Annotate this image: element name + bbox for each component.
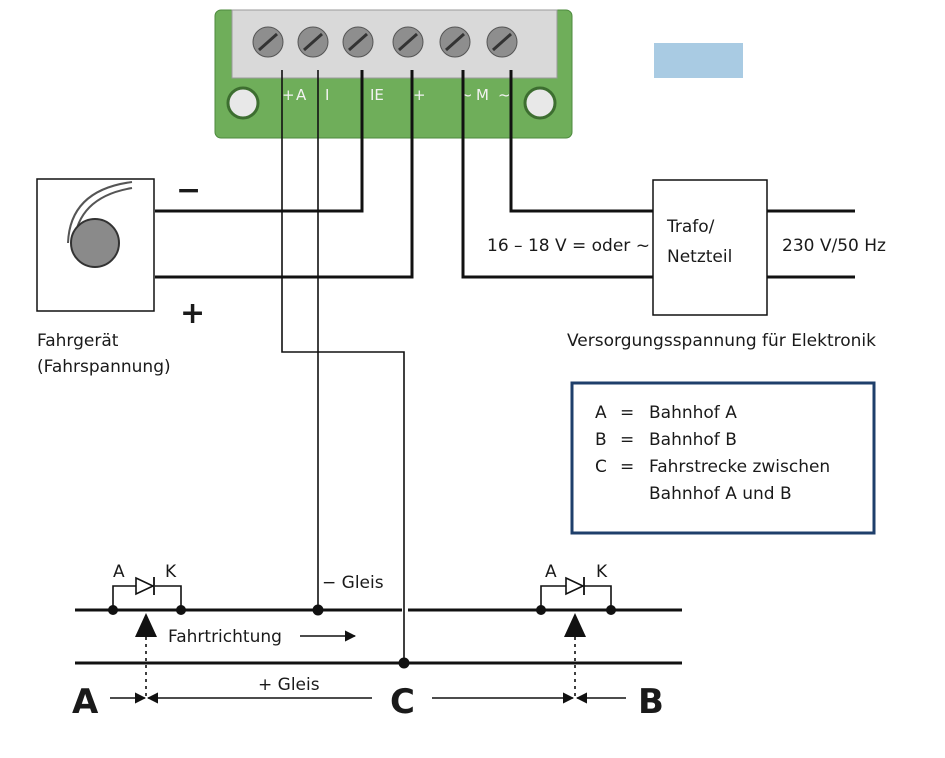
diode-right: A K <box>536 562 616 615</box>
controller-minus-sign: − <box>176 173 201 208</box>
pcb-module: + A I IE + ~ M ~ <box>214 9 573 139</box>
terminal-label: IE <box>370 86 384 104</box>
diode-cathode-label: K <box>596 562 608 582</box>
controller-label: Fahrgerät <box>37 331 119 351</box>
transformer-label-sub: Netzteil <box>667 247 732 267</box>
legend-text: Bahnhof B <box>649 430 737 450</box>
legend-key: C <box>595 457 607 477</box>
terminal-label: + <box>282 86 295 104</box>
supply-caption: Versorgungsspannung für Elektronik <box>567 331 876 351</box>
legend-eq: = <box>620 403 634 423</box>
legend-text: Bahnhof A und B <box>649 484 792 504</box>
terminal-label: + <box>413 86 426 104</box>
terminal-label: ~ <box>498 86 511 104</box>
mounting-hole-left <box>226 86 260 120</box>
rail-junction <box>312 604 324 616</box>
section-gap-arrow <box>564 613 586 637</box>
controller-plus-sign: + <box>180 296 205 331</box>
direction-label: Fahrtrichtung <box>168 627 282 647</box>
minus-rail-label: − Gleis <box>322 573 384 593</box>
transformer-label: Trafo/ <box>666 217 715 237</box>
terminal-label: A <box>296 86 307 104</box>
section-c-label: C <box>390 682 415 722</box>
mains-voltage-label: 230 V/50 Hz <box>782 236 886 256</box>
diode-left: A K <box>108 562 186 615</box>
legend-box: A = Bahnhof A B = Bahnhof B C = Fahrstre… <box>570 381 876 535</box>
legend-text: Fahrstrecke zwischen <box>649 457 830 477</box>
legend-key: A <box>595 403 607 423</box>
section-b-label: B <box>638 682 664 722</box>
section-a-label: A <box>72 682 99 722</box>
legend-key: B <box>595 430 607 450</box>
blue-placeholder <box>654 43 743 78</box>
diode-cathode-label: K <box>165 562 177 582</box>
terminal-label: M <box>476 86 489 104</box>
legend-eq: = <box>620 430 634 450</box>
section-gap-arrow <box>135 613 157 637</box>
controller-label-sub: (Fahrspannung) <box>37 357 171 377</box>
input-voltage-label: 16 – 18 V = oder ~ <box>487 236 650 256</box>
screw-terminals <box>252 26 518 58</box>
terminal-label: I <box>325 86 329 104</box>
legend-text: Bahnhof A <box>649 403 737 423</box>
rail-junction <box>398 657 410 669</box>
transformer: Trafo/ Netzteil 16 – 18 V = oder ~ 230 V… <box>487 179 886 316</box>
diode-anode-label: A <box>545 562 557 582</box>
controller-knob-icon[interactable] <box>70 218 120 268</box>
track-layout: A K A K − Gleis + Gleis Fahrtrichtung A <box>72 562 682 722</box>
diode-anode-label: A <box>113 562 125 582</box>
legend-eq: = <box>620 457 634 477</box>
mounting-hole-right <box>523 86 557 120</box>
wires <box>155 70 855 663</box>
controller: − + Fahrgerät (Fahrspannung) <box>36 173 205 377</box>
plus-rail-label: + Gleis <box>258 675 320 695</box>
terminal-labels: + A I IE + ~ M ~ <box>282 86 511 104</box>
